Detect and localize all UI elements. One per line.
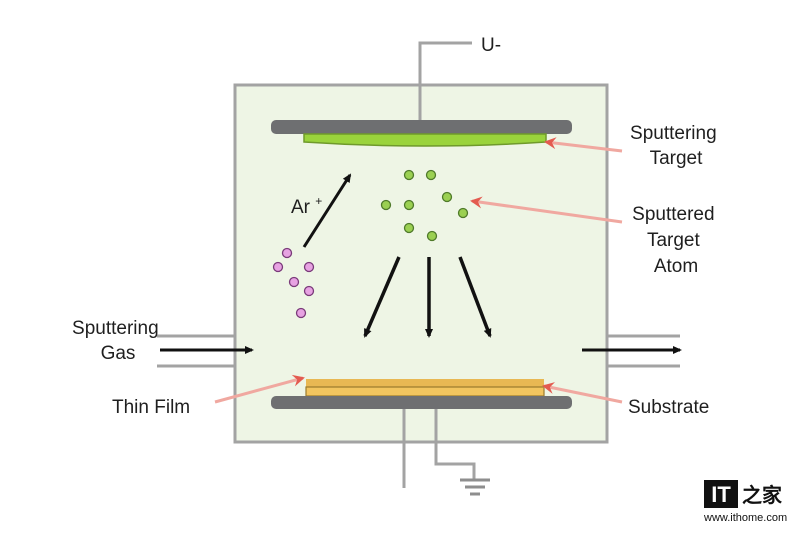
sputtering-target-label-line2: Target bbox=[650, 148, 704, 169]
substrate-film-base bbox=[306, 379, 544, 387]
substrate-label: Substrate bbox=[628, 397, 709, 418]
sputtered-atom-label-line1: Sputtered bbox=[632, 204, 714, 225]
sputtering-gas-label: Sputtering Gas bbox=[72, 318, 164, 364]
watermark-url: www.ithome.com bbox=[703, 512, 787, 524]
ion-arrow bbox=[302, 173, 352, 248]
sputtered-atom-label: Sputtered Target Atom bbox=[632, 204, 720, 277]
ion-label-sup: + bbox=[315, 194, 322, 208]
ground-wiring bbox=[402, 409, 476, 488]
sputtered-atom-label-line3: Atom bbox=[654, 256, 698, 277]
thin-film bbox=[305, 386, 545, 397]
cathode-plate bbox=[271, 120, 572, 134]
sputtering-target-label-line1: Sputtering bbox=[630, 123, 717, 144]
sputtered-atom-label-line2: Target bbox=[647, 230, 701, 251]
ion-label-base: Ar bbox=[291, 197, 311, 218]
sputtering-target bbox=[303, 133, 547, 147]
ithome-watermark: IT 之家 www.ithome.com bbox=[703, 480, 787, 524]
cathode-wire bbox=[418, 41, 472, 122]
watermark-brand-cn: 之家 bbox=[742, 483, 783, 507]
thin-film-label: Thin Film bbox=[112, 397, 190, 418]
ion-label: Ar + bbox=[291, 194, 322, 218]
watermark-brand-it: IT bbox=[711, 482, 731, 507]
sputtering-gas-label-line1: Sputtering bbox=[72, 318, 159, 339]
deposition-arrows bbox=[363, 256, 492, 338]
voltage-label: U- bbox=[481, 35, 501, 56]
gas-inlet-pipe bbox=[157, 328, 237, 374]
argon-ions bbox=[272, 247, 315, 319]
sputtered-atoms bbox=[380, 169, 469, 242]
sputtering-target-label: Sputtering Target bbox=[630, 123, 722, 169]
substrate-plate bbox=[271, 396, 572, 409]
label-pointers bbox=[214, 137, 623, 404]
watermark-logo-box bbox=[704, 480, 738, 508]
exhaust-pipe bbox=[605, 328, 680, 374]
sputtering-gas-label-line2: Gas bbox=[101, 343, 136, 364]
ground-symbol-icon bbox=[460, 478, 490, 496]
